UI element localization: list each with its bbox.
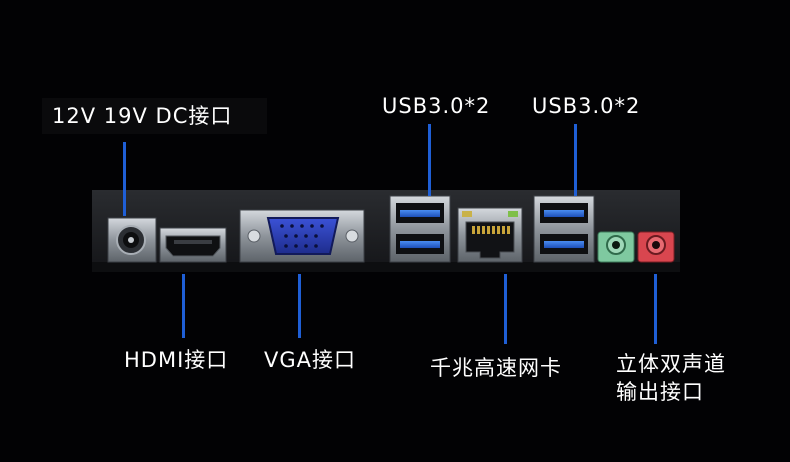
audio-jack-icon <box>637 231 675 263</box>
pointer-line-usb-left <box>428 124 431 196</box>
usb3-port-icon <box>389 195 451 263</box>
audio-jack-icon <box>597 231 635 263</box>
label-audio-line1: 立体双声道 <box>616 352 726 376</box>
label-usb-left: USB3.0*2 <box>382 94 491 118</box>
label-dc: 12V 19V DC接口 <box>42 98 267 135</box>
pointer-line-audio <box>654 274 657 344</box>
pointer-line-dc <box>123 142 126 216</box>
pointer-line-vga <box>298 274 301 338</box>
pointer-line-usb-right <box>574 124 577 196</box>
label-usb-right: USB3.0*2 <box>532 94 641 118</box>
label-hdmi: HDMI接口 <box>124 348 229 372</box>
pointer-line-hdmi <box>182 274 185 338</box>
hdmi-port-icon <box>159 227 227 263</box>
label-vga: VGA接口 <box>264 348 357 372</box>
pointer-line-lan <box>504 274 507 344</box>
label-lan: 千兆高速网卡 <box>430 356 562 380</box>
rj45-port-icon <box>457 207 523 263</box>
label-audio-line2: 输出接口 <box>616 380 704 404</box>
usb3-port-icon <box>533 195 595 263</box>
vga-port-icon <box>239 209 365 263</box>
dc-power-jack-icon <box>107 217 157 263</box>
